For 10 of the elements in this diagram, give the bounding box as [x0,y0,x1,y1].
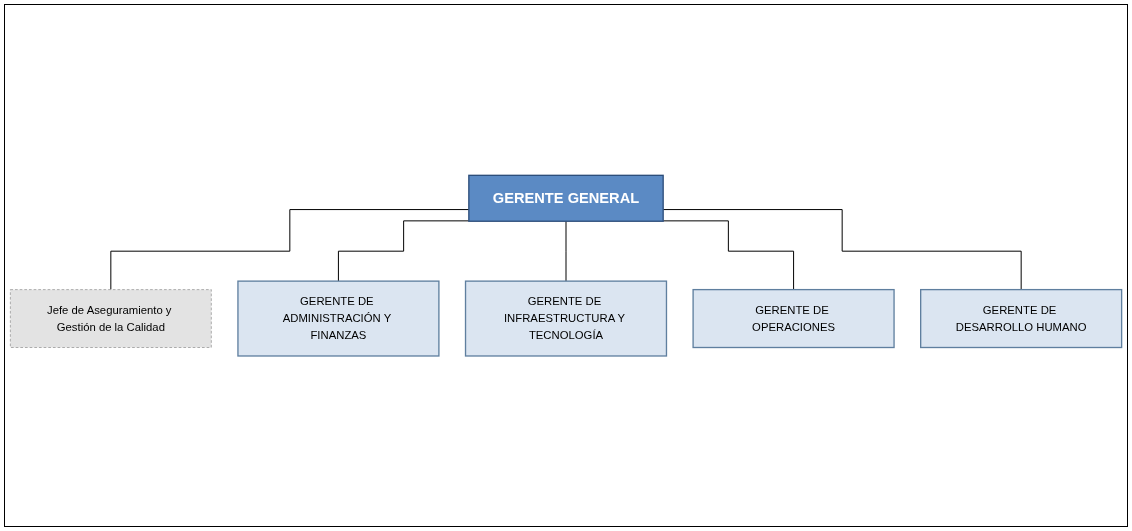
connector [662,220,795,290]
node-box: GERENTE DE INFRAESTRUCTURA Y TECNOLOGÍA [464,280,668,357]
node-box: Jefe de Aseguramiento y Gestión de la Calidad [10,289,212,348]
connector [110,208,470,290]
connector [337,220,470,282]
connector [662,208,1022,290]
node-box: GERENTE GENERAL [468,174,664,222]
node-box: GERENTE DE ADMINISTRACIÓN Y FINANZAS [237,280,440,357]
node-box: GERENTE DE OPERACIONES [692,288,895,348]
node-box: GERENTE DE DESARROLLO HUMANO [920,288,1123,348]
